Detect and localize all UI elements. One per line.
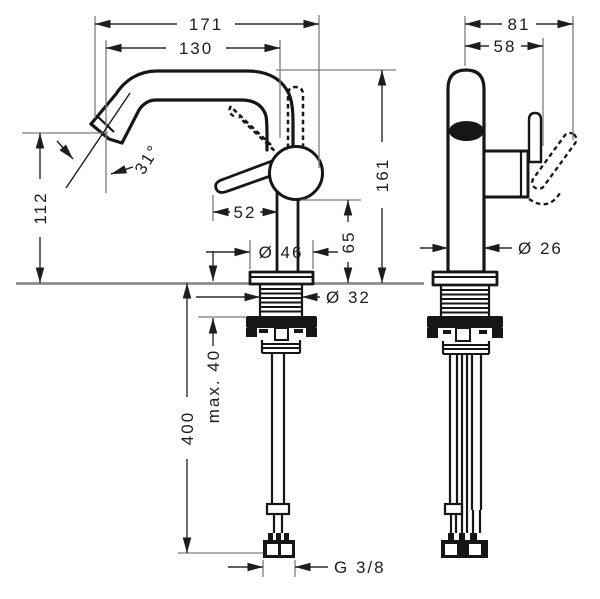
dim-label-112: 112: [31, 191, 50, 224]
dim-label-171: 171: [189, 15, 223, 34]
mounting-nut: [427, 316, 503, 355]
angle-leader-arrow: [56, 140, 74, 160]
dim-hose-length: 400: [178, 283, 197, 553]
dim-label-52: 52: [234, 203, 257, 222]
lever-handle-dashed-raised: [228, 105, 281, 157]
dim-spout-reach: 130: [106, 39, 280, 58]
dim-label-81: 81: [508, 15, 531, 34]
shank-threads: [258, 284, 304, 316]
base-plate: [431, 270, 499, 287]
dim-connection-thread: G 3/8: [228, 558, 386, 577]
lever-handle-dashed-vertical: [286, 85, 305, 148]
dim-label-161: 161: [373, 158, 392, 192]
dim-label-58: 58: [494, 37, 517, 56]
dim-hub-height: 65: [339, 200, 358, 283]
dim-label-d26: Ø 26: [518, 239, 563, 258]
supply-hoses: [443, 354, 483, 540]
dim-label-d32: Ø 32: [326, 288, 371, 307]
front-view: [427, 68, 578, 558]
dim-total-reach: 171: [95, 15, 319, 34]
dim-width-total: 81: [465, 15, 573, 34]
handle-hub: [268, 145, 324, 201]
angle-dimension-arrow: [110, 165, 134, 175]
dim-label-400: 400: [178, 411, 197, 445]
dim-spout-height: 112: [31, 133, 50, 283]
side-view: [89, 69, 324, 558]
lever-handle: [214, 159, 278, 194]
hose-connector: [263, 540, 295, 558]
dim-lever-length: 52: [213, 203, 278, 222]
lever-dashed-sweep: [528, 192, 561, 206]
dim-body-diameter: Ø 26: [420, 239, 563, 258]
dim-label-d46: Ø 46: [259, 243, 304, 262]
hose-connectors: [441, 540, 488, 558]
dim-label-31deg: 31°: [131, 141, 164, 178]
dim-label-65: 65: [339, 231, 358, 254]
dim-base-diameter: Ø 46: [206, 243, 338, 262]
dim-label-max40: max. 40: [204, 349, 223, 423]
base-plate: [248, 270, 315, 286]
mounting-nut: [246, 316, 317, 354]
dim-label-130: 130: [179, 39, 213, 58]
dim-max-deck-thickness: max. 40: [204, 251, 223, 423]
dim-shank-diameter: Ø 32: [196, 288, 371, 307]
dim-width-handle: 58: [465, 37, 543, 56]
body-column: [275, 191, 300, 272]
supply-hose: [265, 353, 291, 540]
spout-outlet: [449, 121, 484, 141]
extension-lines: [22, 15, 574, 577]
dim-total-height: 161: [373, 70, 392, 283]
angle-reference-line: [65, 92, 131, 189]
dim-label-g38: G 3/8: [334, 558, 386, 577]
shank-threads: [439, 285, 491, 316]
faucet-body: [446, 68, 486, 274]
spout-outlet-face: [89, 122, 124, 145]
lever-pin: [527, 111, 543, 164]
